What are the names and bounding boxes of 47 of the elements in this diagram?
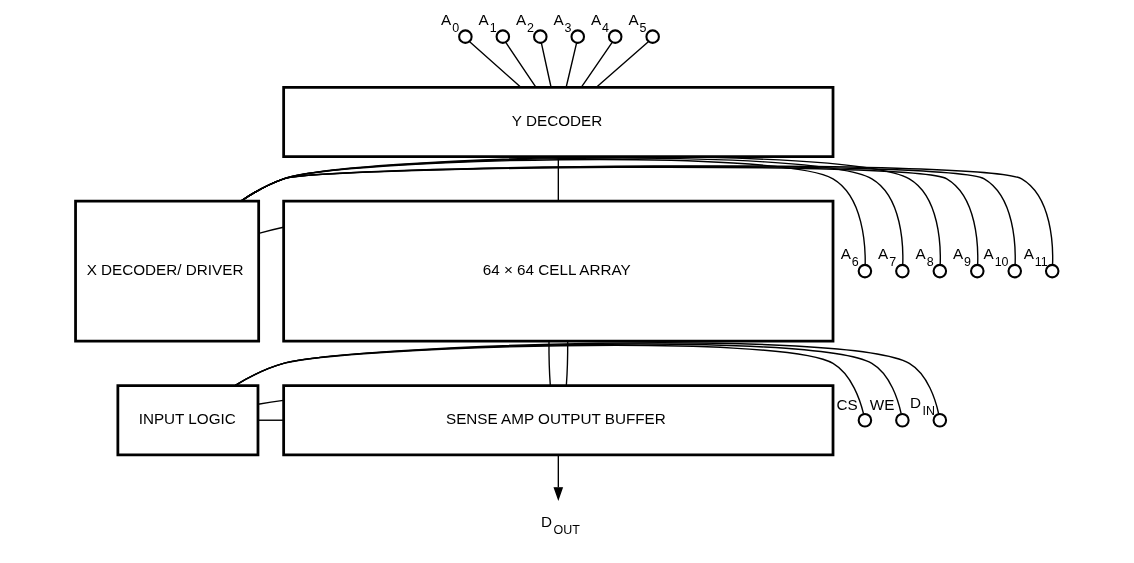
- node-text: D$_{OUT}$: [540, 512, 580, 537]
- node-box: X DECODER/ DRIVER: [74, 199, 261, 343]
- connector: [565, 42, 578, 88]
- connector: [565, 340, 569, 386]
- node-label: A$_{0}$: [441, 10, 460, 35]
- node-label: A$_{8}$: [915, 245, 934, 270]
- node-label: A$_{4}$: [590, 10, 609, 35]
- node-label: A$_{11}$: [1023, 245, 1048, 270]
- connector: [548, 340, 551, 386]
- node-label: D$_{IN}$: [910, 394, 935, 419]
- node-circle: [857, 263, 873, 279]
- node-circle: [895, 412, 910, 428]
- node-label: A$_{10}$: [983, 245, 1009, 270]
- node-box: 64 × 64 CELL ARRAY: [282, 199, 835, 343]
- connector: [540, 42, 552, 88]
- node-circle: [1007, 263, 1023, 279]
- node-label: A$_{7}$: [878, 245, 897, 270]
- node-circle: [645, 29, 660, 44]
- connector: [580, 41, 613, 88]
- node-circle: [857, 412, 873, 428]
- node-label: A$_{2}$: [516, 10, 535, 35]
- node-label: A$_{6}$: [840, 245, 859, 270]
- arrow: [553, 454, 564, 502]
- node-circle: [932, 263, 948, 279]
- node-circle: [570, 29, 586, 44]
- node-circle: [458, 29, 473, 44]
- node-circle: [932, 412, 948, 428]
- connector: [596, 40, 650, 88]
- node-box: Y DECODER: [282, 85, 835, 159]
- node-label: CS: [836, 395, 858, 413]
- node-label: WE: [869, 395, 895, 413]
- node-circle: [607, 29, 623, 44]
- connector: [257, 399, 284, 405]
- node-label: A$_{3}$: [553, 10, 572, 35]
- node-box: SENSE AMP OUTPUT BUFFER: [282, 384, 835, 457]
- connector: [257, 419, 284, 421]
- node-label: A$_{9}$: [953, 245, 972, 270]
- node-label: A$_{5}$: [628, 10, 647, 35]
- node-circle: [495, 29, 511, 44]
- node-circle: [533, 29, 548, 44]
- node-circle: [970, 263, 985, 279]
- node-box: INPUT LOGIC: [116, 384, 260, 457]
- connector: [505, 41, 537, 88]
- connector: [468, 40, 522, 88]
- node-circle: [895, 263, 910, 279]
- node-label: A$_{1}$: [478, 10, 497, 35]
- connector: [258, 226, 285, 235]
